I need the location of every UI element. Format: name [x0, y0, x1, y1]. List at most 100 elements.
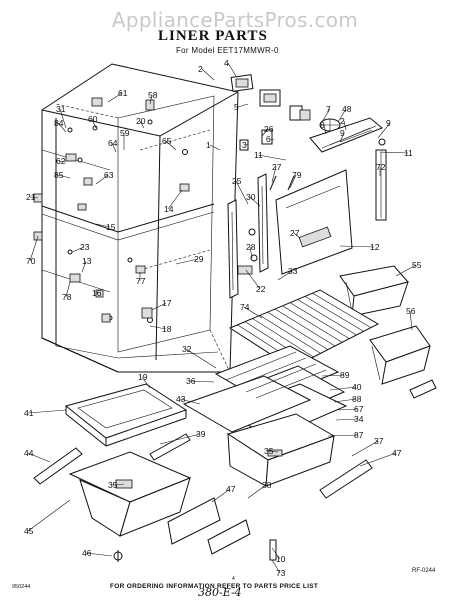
part-callout-21: 21 [26, 192, 36, 202]
leader-line [293, 232, 301, 239]
leader-line [261, 128, 269, 137]
part-callout-6: 6 [266, 134, 271, 144]
part-callout-34: 34 [354, 414, 364, 424]
part-callout-16: 16 [92, 288, 102, 298]
leader-line [95, 223, 111, 228]
part-callout-85: 85 [54, 170, 64, 180]
part-callout-28: 28 [246, 242, 256, 252]
control-housing-parts [230, 74, 387, 275]
leader-line [245, 269, 261, 290]
part-callout-77: 77 [136, 276, 146, 286]
leader-line [185, 348, 217, 369]
leader-line [249, 246, 253, 259]
part-callout-65: 65 [162, 136, 172, 146]
leader-line [211, 488, 231, 503]
part-callout-70: 70 [26, 256, 36, 266]
part-callout-10: 10 [276, 554, 286, 564]
diagram-title: LINER PARTS [158, 28, 268, 44]
part-callout-35: 35 [264, 446, 274, 456]
part-callout-44: 44 [24, 448, 34, 458]
shelf-rails [227, 173, 269, 299]
part-callout-1: 1 [206, 140, 211, 150]
leader-line [141, 376, 151, 389]
leader-line [343, 120, 347, 131]
leader-line [329, 386, 357, 391]
leader-line [151, 302, 167, 311]
leader-line [85, 552, 113, 557]
part-callout-60: 60 [88, 114, 98, 124]
part-callout-31: 31 [56, 104, 66, 114]
cabinet-liner [33, 63, 239, 373]
part-callout-17: 17 [162, 298, 172, 308]
leader-line [227, 62, 237, 77]
part-callout-63: 63 [104, 170, 114, 180]
leader-line [95, 291, 99, 294]
part-callout-11: 11 [254, 150, 263, 160]
part-callout-29: 29 [194, 254, 204, 264]
part-callout-30: 30 [246, 192, 256, 202]
leader-line [209, 144, 221, 151]
leader-line [111, 142, 117, 153]
leader-line [65, 281, 71, 298]
leader-line [81, 260, 87, 273]
part-callout-20: 20 [136, 116, 146, 126]
part-callout-74: 74 [240, 302, 250, 312]
part-callout-72: 72 [376, 162, 386, 172]
leader-line [179, 398, 201, 405]
part-callout-56: 56 [406, 306, 416, 316]
leader-line [379, 151, 409, 154]
part-callout-7: 7 [326, 104, 331, 114]
part-callout-55: 55 [412, 260, 422, 270]
handwritten-note: 380-E-4 [198, 586, 242, 599]
part-callout-22: 22 [256, 284, 266, 294]
part-callout-40: 40 [352, 382, 362, 392]
part-callout-37: 37 [374, 436, 384, 446]
part-callout-4: 4 [224, 58, 229, 68]
leader-line [337, 108, 347, 123]
leader-line [359, 452, 397, 467]
leader-line [165, 140, 177, 151]
lower-trims [113, 497, 277, 562]
part-callout-32: 32 [182, 344, 192, 354]
part-callout-79: 79 [292, 170, 302, 180]
leader-line [149, 325, 167, 330]
part-callout-18: 18 [162, 324, 172, 334]
leader-line [377, 122, 391, 139]
leader-line [27, 452, 51, 463]
part-callout-12: 12 [370, 242, 380, 252]
leader-line [159, 433, 201, 445]
leader-line [139, 120, 145, 129]
ordering-footer: FOR ORDERING INFORMATION REFER TO PARTS … [110, 583, 319, 590]
watermark: AppliancePartsPros.com [111, 8, 359, 32]
leader-line [247, 484, 267, 499]
part-callout-25: 25 [232, 176, 242, 186]
part-callout-89: 89 [340, 370, 350, 380]
leader-line [167, 189, 183, 210]
leader-line [321, 108, 331, 123]
part-callout-64: 64 [108, 138, 118, 148]
part-callout-35: 35 [108, 480, 118, 490]
part-callout-3: 3 [242, 140, 247, 150]
leader-line [339, 245, 375, 248]
leader-line [323, 124, 327, 135]
leader-line [267, 450, 279, 453]
leader-line [57, 174, 71, 179]
leader-line [333, 398, 357, 403]
leader-line [277, 270, 293, 281]
part-callout-87: 87 [354, 430, 364, 440]
part-callout-11: 11 [404, 148, 413, 158]
part-callout-9: 9 [340, 128, 345, 138]
leader-line [249, 196, 261, 207]
part-callout-26: 26 [264, 124, 274, 134]
part-callout-2: 2 [340, 116, 345, 126]
leader-line [237, 103, 249, 108]
leader-line [289, 174, 297, 189]
model-subtitle: For Model EET17MMWR-0 [176, 46, 279, 55]
leader-line [175, 258, 199, 265]
part-callout-61: 61 [118, 88, 128, 98]
part-callout-88: 88 [352, 394, 362, 404]
document-number: 950244 [12, 584, 31, 590]
part-callout-39: 39 [196, 429, 206, 439]
part-callout-9: 9 [386, 118, 391, 128]
